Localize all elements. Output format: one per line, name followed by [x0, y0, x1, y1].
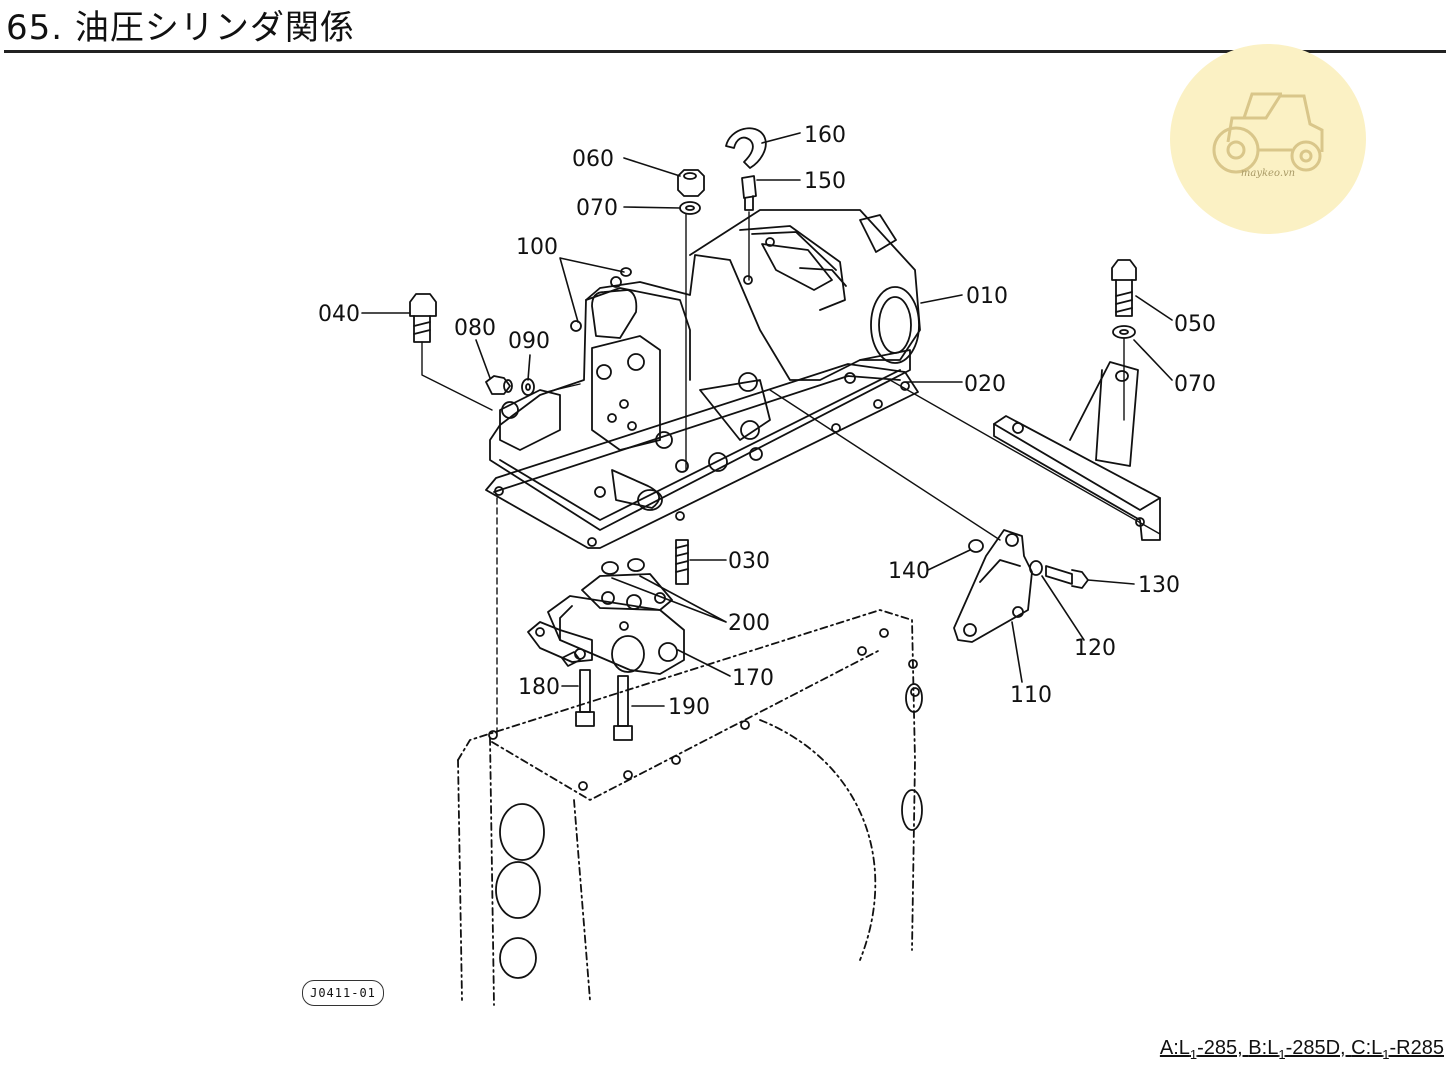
callout-170: 170 [732, 666, 774, 691]
callout-070-right: 070 [1174, 372, 1216, 397]
callout-100: 100 [516, 235, 558, 260]
callout-070-top: 070 [576, 196, 618, 221]
screw-100 [570, 267, 632, 332]
model-a-suffix: -285, [1197, 1037, 1249, 1059]
valve-body-170 [527, 573, 685, 675]
nut-120 [1029, 560, 1043, 576]
model-b-suffix: -285D, [1285, 1037, 1352, 1059]
model-c-prefix: C:L [1351, 1037, 1383, 1059]
case-bolt-holes [488, 628, 920, 791]
callout-180: 180 [518, 675, 560, 700]
callout-190: 190 [668, 695, 710, 720]
plug-080 [485, 375, 513, 395]
callout-150: 150 [804, 169, 846, 194]
callout-050: 050 [1174, 312, 1216, 337]
washer-070-top [679, 201, 701, 215]
bolt-180 [575, 669, 595, 727]
bolt-190 [613, 675, 633, 741]
callout-leaders [361, 132, 1173, 707]
model-b-sub: 1 [1278, 1047, 1286, 1062]
stud-030 [675, 539, 689, 585]
nut-060 [677, 169, 705, 197]
callout-160: 160 [804, 123, 846, 148]
model-applicability: A:L1-285, B:L1-285D, C:L1-R285 [1160, 1036, 1444, 1067]
brand-logo: maykeo.vn [1170, 44, 1366, 234]
centre-lines [421, 211, 1161, 736]
bolt-130 [1045, 565, 1089, 589]
model-c-sub: 1 [1382, 1047, 1390, 1062]
bolt-040 [409, 293, 437, 343]
cylinder-block-010 [489, 209, 921, 531]
callout-130: 130 [1138, 573, 1180, 598]
case-openings [495, 683, 923, 979]
logo-site-text: maykeo.vn [1240, 168, 1296, 179]
model-c-suffix: -R285 [1389, 1037, 1444, 1059]
washer-090 [521, 378, 535, 396]
callout-120: 120 [1074, 636, 1116, 661]
page-title: 65. 油圧シリンダ関係 [6, 8, 355, 48]
model-b-prefix: B:L [1248, 1037, 1279, 1059]
callout-030: 030 [728, 549, 770, 574]
bracket-110 [953, 529, 1033, 643]
o-ring-140 [968, 539, 984, 553]
figure-code-badge: J0411-01 [302, 980, 384, 1006]
callout-090: 090 [508, 329, 550, 354]
callout-010: 010 [966, 284, 1008, 309]
callout-040: 040 [318, 302, 360, 327]
tractor-icon [1212, 92, 1324, 174]
callout-200: 200 [728, 611, 770, 636]
lever-arm [993, 361, 1161, 541]
model-a-prefix: A:L [1159, 1037, 1190, 1059]
washer-070-right [1112, 325, 1136, 339]
model-a-sub: 1 [1189, 1047, 1198, 1062]
callout-020: 020 [964, 372, 1006, 397]
o-rings-200 [601, 558, 645, 575]
callout-080: 080 [454, 316, 496, 341]
transmission-case [457, 609, 916, 1006]
callout-labels: 160 060 150 070 100 010 040 080 090 050 … [318, 123, 1216, 720]
callout-060: 060 [572, 147, 614, 172]
hose-160 [725, 127, 767, 169]
fitting-150 [741, 175, 757, 211]
callout-110: 110 [1010, 683, 1052, 708]
title-rule [4, 50, 1446, 53]
bolt-050 [1111, 259, 1137, 317]
callout-140: 140 [888, 559, 930, 584]
